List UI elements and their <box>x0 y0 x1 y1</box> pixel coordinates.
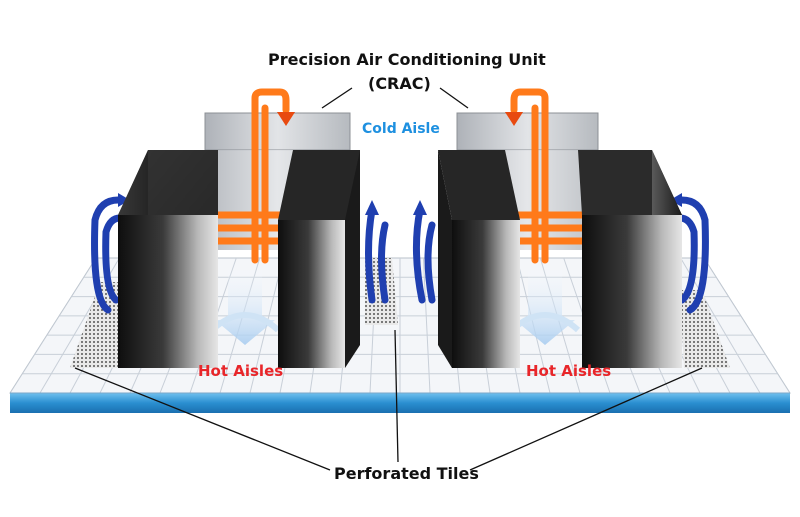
supply-air-flow <box>206 88 594 264</box>
return-air-flow <box>91 196 709 314</box>
pointer-lines <box>74 87 703 471</box>
cold-air-flow <box>209 262 581 345</box>
server-rack-1 <box>118 150 218 368</box>
cold-aisle-label: Cold Aisle <box>362 121 440 137</box>
server-rack-3 <box>438 150 520 368</box>
server-rack-2 <box>278 150 360 368</box>
crac-intake-arrows <box>277 112 523 126</box>
crac-title-line1: Precision Air Conditioning Unit <box>268 50 546 69</box>
hot-aisle-label-left: Hot Aisles <box>198 362 284 380</box>
crac-title-line2: (CRAC) <box>368 74 431 93</box>
return-air-arrowheads <box>118 193 682 215</box>
perforated-tiles-label: Perforated Tiles <box>334 464 479 483</box>
hot-aisle-label-right: Hot Aisles <box>526 362 612 380</box>
server-rack-4 <box>578 150 682 368</box>
